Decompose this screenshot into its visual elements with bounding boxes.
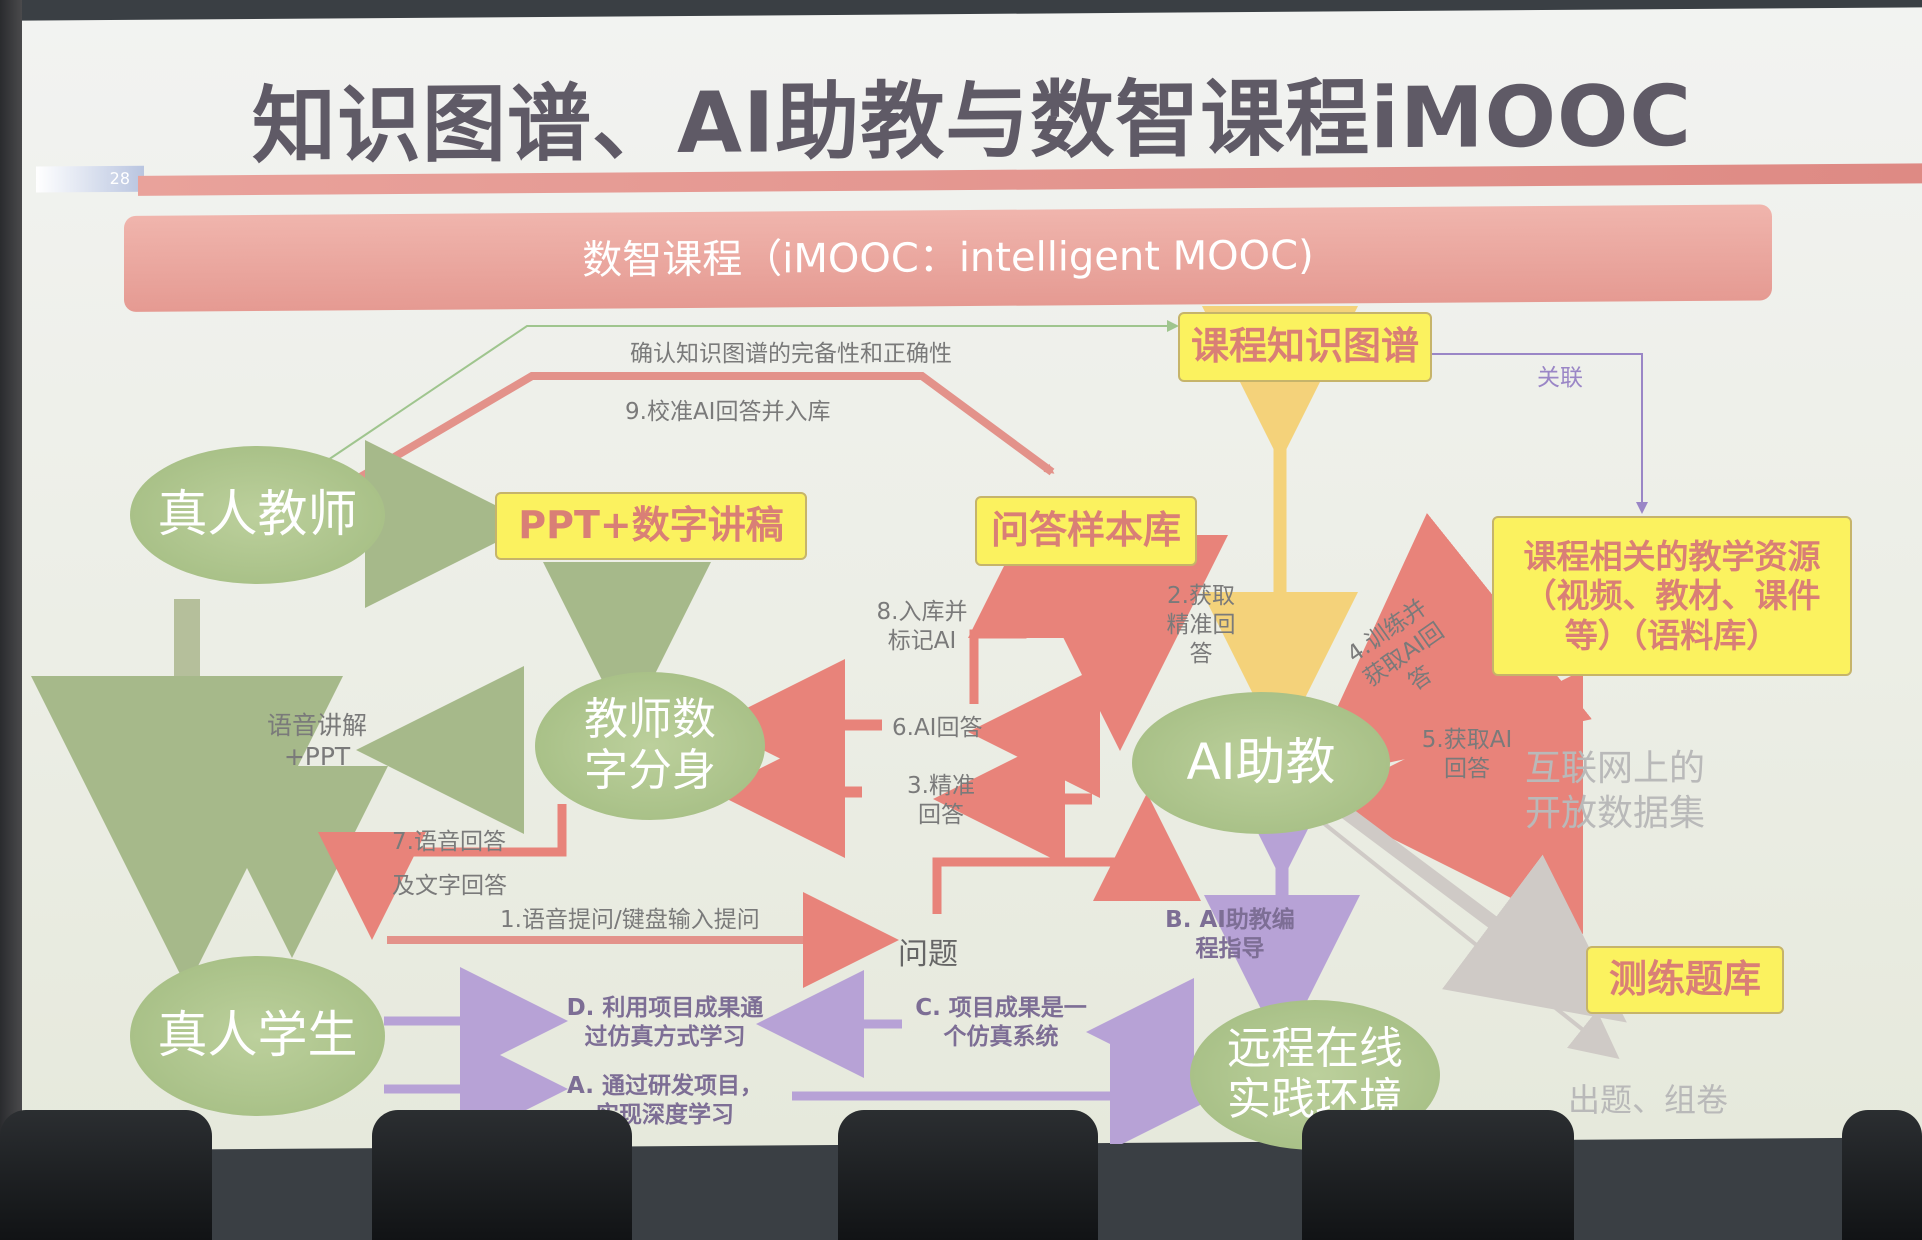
chair-4 [1302,1110,1574,1240]
label-link: 关联 [1537,365,1583,391]
chair-3 [838,1110,1098,1240]
label-store-mark: 8.入库并标记AI [876,599,968,654]
node-student: 真人学生 [130,956,385,1116]
label-d-learn: D. 利用项目成果通过仿真方式学习 [566,995,764,1050]
diagram-arrows [31,306,1648,1144]
label-get-precise: 2.获取精准回答 [1166,583,1236,667]
chair-1 [0,1110,212,1240]
label-ai-answer: 6.AI回答 [892,715,983,741]
arrow-ai-maketest [1310,812,1620,1059]
box-test-bank: 测练题库 [1586,946,1784,1014]
arrow-link [1432,353,1648,514]
label-b-guide: B. AI助教编程指导 [1165,907,1295,962]
label-internet: 互联网上的开放数据集 [1525,748,1706,834]
chair-5 [1842,1110,1922,1240]
label-voice-answer-2: 及文字回答 [392,873,507,899]
node-digital-twin: 教师数字分身 [535,672,765,820]
arrow-calibrate [354,372,1055,483]
label-voice-answer-1: 7.语音回答 [392,829,506,855]
label-confirm-kg: 确认知识图谱的完备性和正确性 [630,341,952,367]
label-voice-ppt: 语音讲解+PPT [266,711,367,772]
node-ai-assistant: AI助教 [1132,692,1390,834]
label-c-result: C. 项目成果是一个仿真系统 [915,995,1087,1050]
arrow-ai-testbank [1327,796,1627,1023]
box-ppt: PPT+数字讲稿 [495,492,807,560]
label-precise-answer: 3.精准回答 [907,773,975,828]
label-make-test: 出题、组卷 [1568,1081,1729,1119]
box-knowledge-graph: 课程知识图谱 [1178,312,1432,382]
arrow-confirm-kg [321,320,1179,465]
screen-frame [0,0,22,1228]
box-qa-bank: 问答样本库 [975,496,1197,566]
chair-2 [372,1110,632,1240]
label-ask: 1.语音提问/键盘输入提问 [500,907,760,933]
arrow-store [968,530,1076,704]
box-resources: 课程相关的教学资源（视频、教材、课件等）（语料库） [1492,516,1852,676]
label-question: 问题 [898,937,958,972]
arrow-question-ai [932,793,1201,914]
label-get-ai: 5.获取AI回答 [1421,727,1513,782]
node-teacher: 真人教师 [130,446,385,584]
arrow-voice-answer [318,804,567,940]
label-calibrate: 9.校准AI回答并入库 [625,399,831,425]
